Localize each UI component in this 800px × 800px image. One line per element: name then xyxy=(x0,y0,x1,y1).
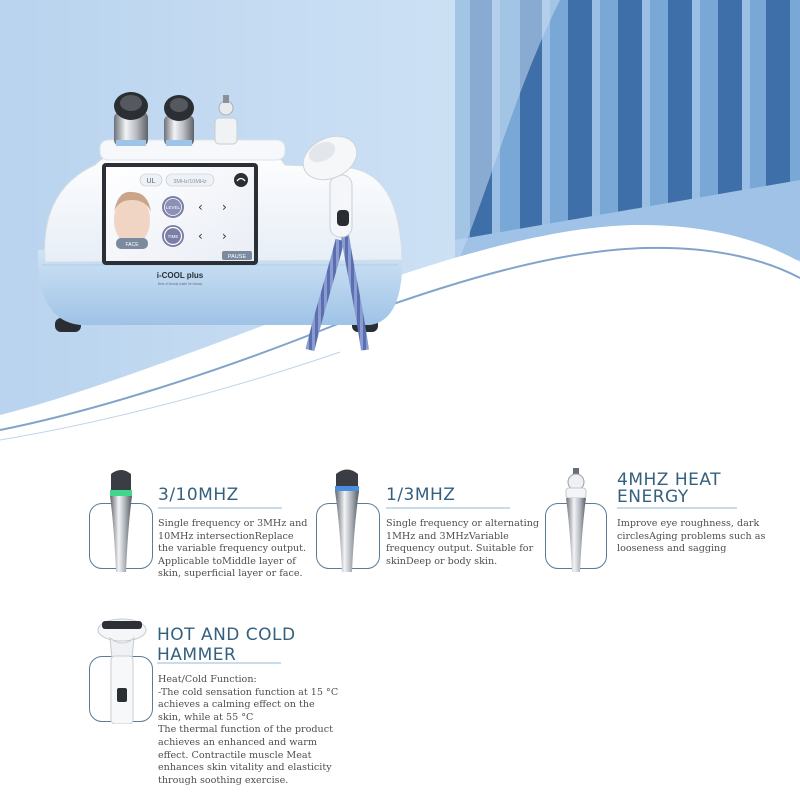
feature-description: Single frequency or 3MHz and 10MHz inter… xyxy=(158,518,307,581)
level-increase-icon: › xyxy=(222,200,227,214)
title-underline xyxy=(617,507,737,509)
time-decrease-icon: ‹ xyxy=(198,229,203,243)
feature-title-line: 3/10MHZ xyxy=(158,485,239,505)
level-decrease-icon: ‹ xyxy=(198,200,203,214)
title-underline xyxy=(157,662,281,664)
description-line: Heat/Cold Function: xyxy=(158,674,257,685)
feature-description: Heat/Cold Function: -The cold sensation … xyxy=(158,674,338,787)
feature-title: HOT AND COLD HAMMER xyxy=(157,625,296,665)
probe-4mhz-icon xyxy=(565,468,587,572)
probe-1-3mhz-icon xyxy=(335,469,359,572)
feature-title: 1/3MHZ xyxy=(386,487,455,504)
hero-banner: UL 3MHz/10MHz FACE LEVEL ‹ xyxy=(0,0,800,470)
time-increase-icon: › xyxy=(222,229,227,243)
description-line: achieves a calming effect on the xyxy=(158,699,315,711)
brand-logo: i-COOL plus xyxy=(157,271,204,280)
description-line: Applicable toMiddle layer of xyxy=(158,555,296,567)
screen-level-label: LEVEL xyxy=(166,205,181,210)
feature-description: Single frequency or alternating 1MHz and… xyxy=(386,518,539,568)
probe-3-10mhz-icon xyxy=(110,470,132,572)
description-line: circlesAging problems such as xyxy=(617,530,766,542)
description-line: looseness and sagging xyxy=(617,543,727,555)
feature-title-line: 1/3MHZ xyxy=(386,485,456,505)
device-illustration: UL 3MHz/10MHz FACE LEVEL ‹ xyxy=(37,92,403,352)
description-line: skin, while at 55 °C xyxy=(158,711,254,723)
description-line: The thermal function of the product xyxy=(158,724,333,736)
screen-mode-label: UL xyxy=(147,178,156,185)
face-avatar: FACE xyxy=(114,191,151,249)
description-line: -The cold sensation function at 15 °C xyxy=(158,686,339,698)
brand-tagline: Best of beauty made for beauty xyxy=(158,282,203,286)
description-line: through soothing exercise. xyxy=(158,774,289,786)
screen-frequency-label: 3MHz/10MHz xyxy=(173,179,207,185)
title-underline xyxy=(386,507,510,509)
description-line: 1MHz and 3MHzVariable xyxy=(386,530,509,542)
hammer-handpiece-icon xyxy=(302,135,369,352)
description-line: effect. Contractile muscle Meat xyxy=(158,749,312,761)
screen-face-label: FACE xyxy=(125,242,139,248)
title-underline xyxy=(158,507,282,509)
description-line: skin, superficial layer or face. xyxy=(158,568,303,580)
feature-title-line: HAMMER xyxy=(157,645,237,665)
feature-title: 4MHZ HEAT ENERGY xyxy=(617,472,721,506)
feature-description: Improve eye roughness, dark circlesAging… xyxy=(617,518,765,556)
feature-title: 3/10MHZ xyxy=(158,487,239,504)
probe-holder-icon xyxy=(114,92,238,146)
description-line: enhances skin vitality and elasticity xyxy=(158,762,332,774)
description-line: skinDeep or body skin. xyxy=(386,555,498,567)
description-line: the variable frequency output. xyxy=(158,543,307,555)
hero-illustration: UL 3MHz/10MHz FACE LEVEL ‹ xyxy=(0,0,800,470)
description-line: Single frequency or alternating xyxy=(386,518,540,529)
description-line: Improve eye roughness, dark xyxy=(617,518,760,529)
description-line: frequency output. Suitable for xyxy=(386,543,534,555)
screen-pause-label: PAUSE xyxy=(228,254,247,260)
feature-title-line: ENERGY xyxy=(617,487,689,507)
screen-time-label: TIME xyxy=(168,234,179,239)
device-screen: UL 3MHz/10MHz FACE LEVEL ‹ xyxy=(102,163,258,265)
feature-title-line: HOT AND COLD xyxy=(157,625,296,645)
feature-title-line: 4MHZ HEAT xyxy=(617,470,722,490)
description-line: achieves an enhanced and warm xyxy=(158,736,317,748)
probe-hammer-icon xyxy=(97,618,147,724)
description-line: Single frequency or 3MHz and xyxy=(158,518,308,529)
description-line: 10MHz intersectionReplace xyxy=(158,530,294,542)
